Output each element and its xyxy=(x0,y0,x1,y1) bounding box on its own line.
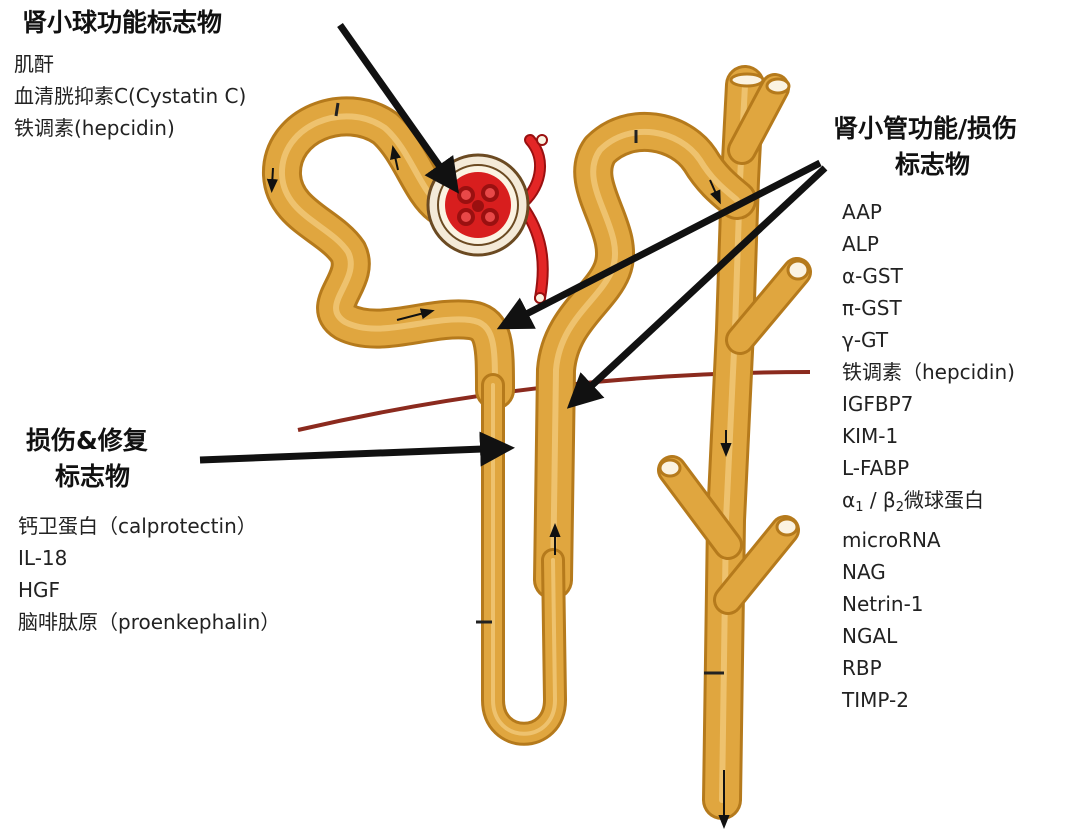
list-item: HGF xyxy=(18,578,61,602)
list-item: 肌酐 xyxy=(14,52,54,76)
list-item: γ-GT xyxy=(842,328,889,352)
list-item: IL-18 xyxy=(18,546,68,570)
collecting-duct xyxy=(657,65,812,820)
list-item: IGFBP7 xyxy=(842,392,914,416)
repair-list: 钙卫蛋白（calprotectin） IL-18 HGF 脑啡肽原（proenk… xyxy=(18,510,280,638)
loop-of-henle xyxy=(481,373,567,746)
list-item: α-GST xyxy=(842,264,903,288)
list-item: KIM-1 xyxy=(842,424,899,448)
list-item: 钙卫蛋白（calprotectin） xyxy=(18,514,257,538)
list-item: L-FABP xyxy=(842,456,910,480)
list-item: RBP xyxy=(842,656,882,680)
list-item: 血清胱抑素C(Cystatin C) xyxy=(14,84,247,108)
repair-title-line2: 标志物 xyxy=(55,462,131,491)
list-item: 铁调素（hepcidin) xyxy=(842,360,1015,384)
duct-openings xyxy=(658,72,810,537)
arrow-to-distal-tubule xyxy=(566,165,828,409)
glomerular-title: 肾小球功能标志物 xyxy=(22,8,223,37)
list-item: microRNA xyxy=(842,528,941,552)
arrow-to-loop xyxy=(199,431,515,467)
flow-arrows xyxy=(266,145,732,829)
list-item: 脑啡肽原（proenkephalin） xyxy=(18,610,281,634)
repair-title-line1: 损伤&修复 xyxy=(26,426,148,455)
list-item: AAP xyxy=(842,200,882,224)
list-item: NAG xyxy=(842,560,886,584)
segment-ticks xyxy=(334,102,724,675)
glomerulus xyxy=(426,134,549,304)
micro-alpha: α xyxy=(842,488,856,512)
list-item: Netrin-1 xyxy=(842,592,924,616)
list-item: π-GST xyxy=(842,296,902,320)
list-item-microglobulin: α1 / β2微球蛋白 xyxy=(842,484,1015,524)
list-item: TIMP-2 xyxy=(842,688,909,712)
proximal-tubule xyxy=(262,96,515,410)
micro-sub-2: 2 xyxy=(895,500,904,515)
tubular-title-line1: 肾小管功能/损伤 xyxy=(833,114,1018,143)
tubular-title-line2: 标志物 xyxy=(895,150,971,179)
tubular-list: AAP ALP α-GST π-GST γ-GT 铁调素（hepcidin) I… xyxy=(842,196,1015,716)
distal-tubule xyxy=(533,111,757,600)
pointer-arrows xyxy=(199,22,828,467)
micro-suffix: 微球蛋白 xyxy=(903,488,984,512)
list-item: NGAL xyxy=(842,624,898,648)
list-item: ALP xyxy=(842,232,879,256)
arrow-to-proximal-tubule xyxy=(496,159,822,330)
micro-sub-1: 1 xyxy=(855,500,864,515)
list-item: 铁调素(hepcidin) xyxy=(14,116,175,140)
arrow-to-glomerulus xyxy=(337,22,460,194)
glomerular-list: 肌酐 血清胱抑素C(Cystatin C) 铁调素(hepcidin) xyxy=(14,48,246,144)
micro-sep: / β xyxy=(863,488,896,512)
